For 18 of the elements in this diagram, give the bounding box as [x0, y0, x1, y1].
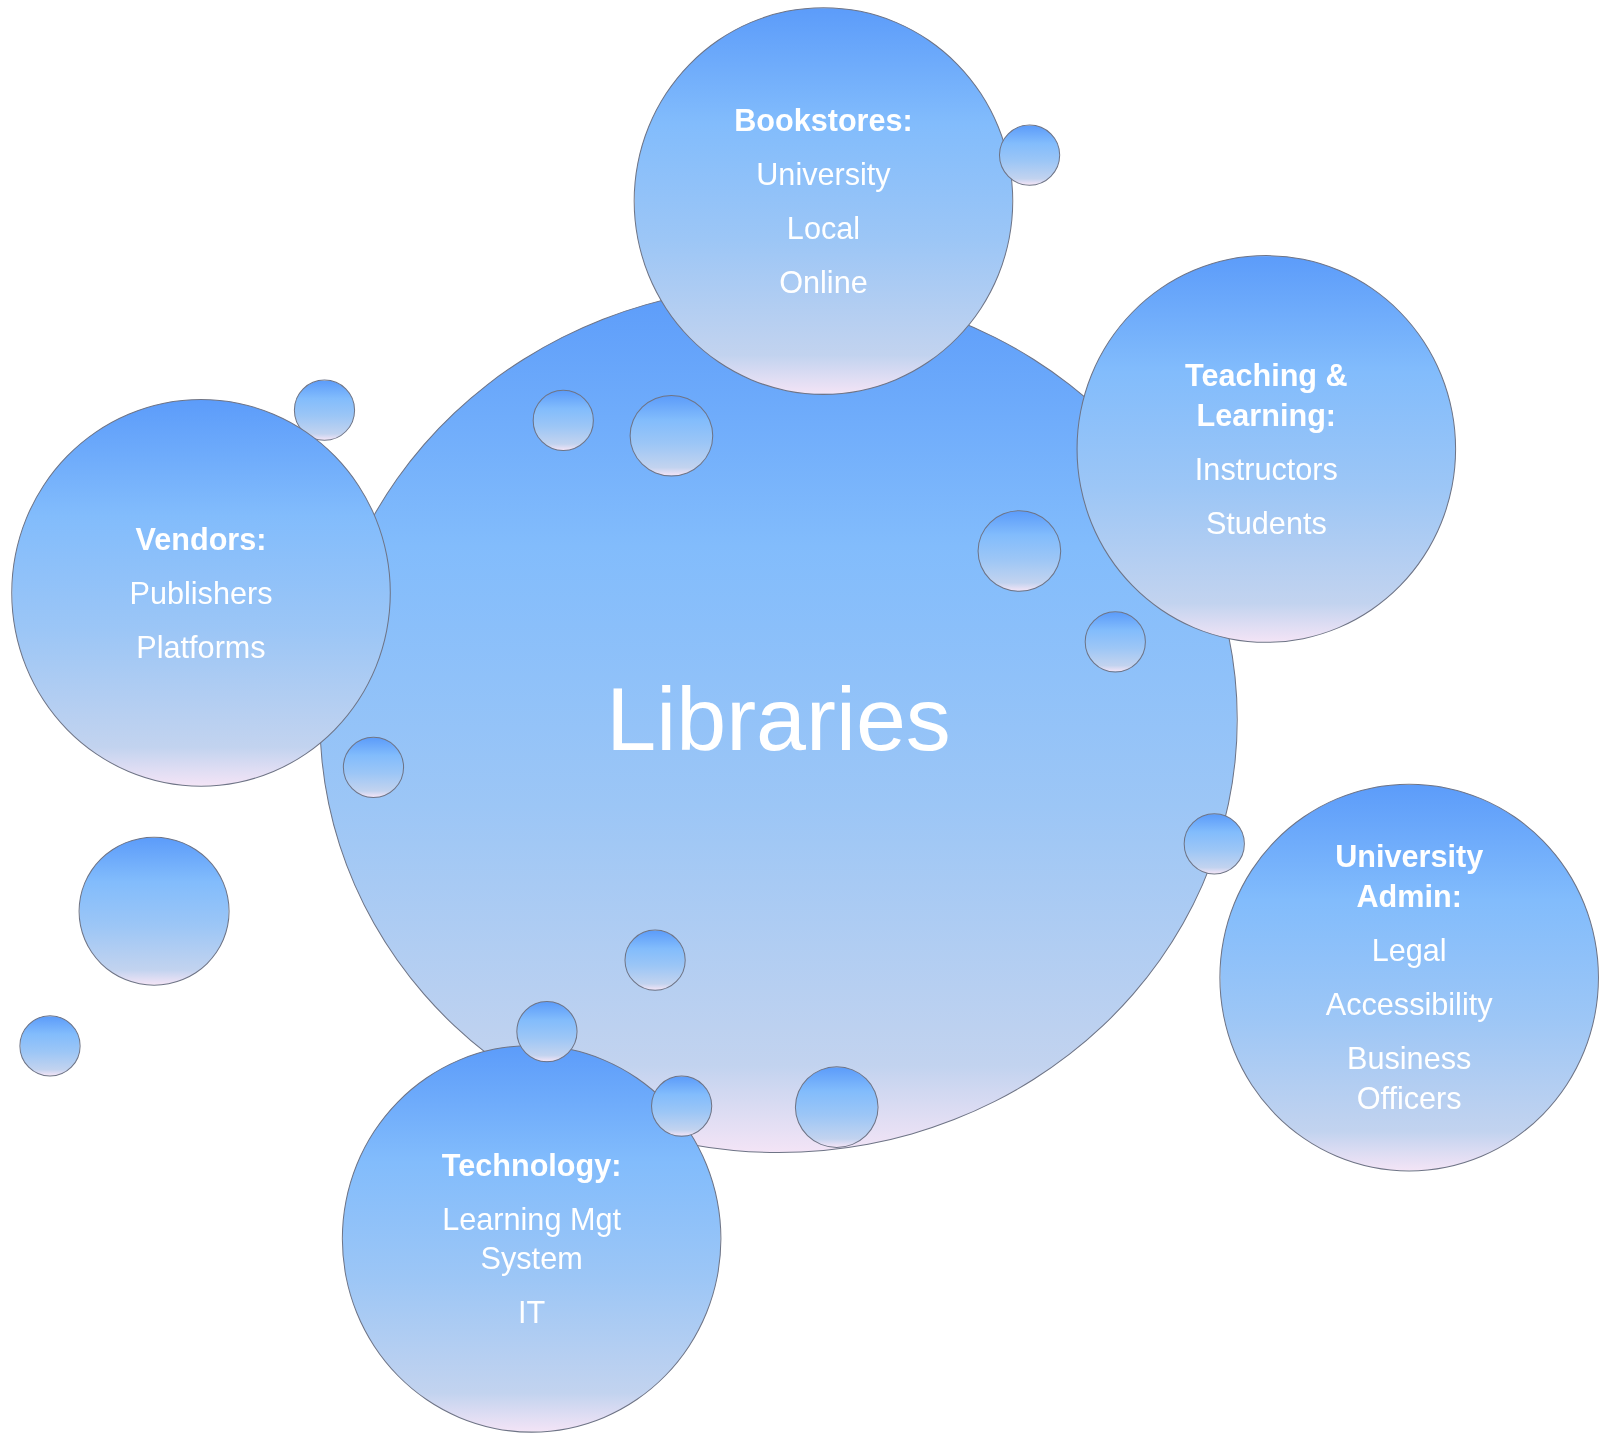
- bubble-item: Learning Mgt System: [441, 1201, 622, 1278]
- bubble-item: Platforms: [135, 629, 267, 666]
- bubble-item: University: [755, 156, 892, 194]
- bubble-heading: University Admin:: [1334, 838, 1485, 916]
- bubble-item: Publishers: [128, 575, 274, 612]
- bubble-item: Local: [785, 210, 862, 247]
- bubble-item: Students: [1204, 505, 1328, 542]
- bubble-item: IT: [517, 1294, 547, 1332]
- bubble-item: Instructors: [1193, 451, 1339, 488]
- bubble-title: Libraries: [605, 667, 952, 772]
- bubble-heading: Teaching & Learning:: [1183, 357, 1349, 435]
- bubble-heading: Vendors:: [134, 520, 268, 558]
- bubble-item: Online: [778, 264, 869, 301]
- bubble-item: Business Officers: [1346, 1040, 1473, 1118]
- bubble-heading: Technology:: [440, 1146, 623, 1185]
- bubble-item: Legal: [1370, 932, 1448, 970]
- bubble-item: Accessibility: [1324, 986, 1494, 1024]
- bubble-heading: Bookstores:: [733, 102, 914, 139]
